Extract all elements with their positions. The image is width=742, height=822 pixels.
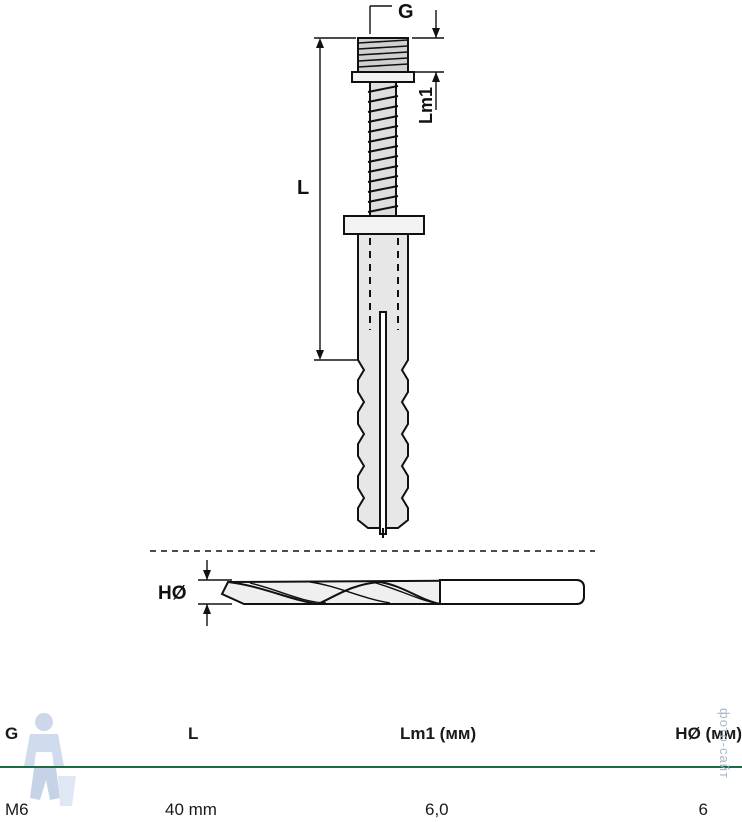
label-g: G [398, 1, 414, 23]
plumber-mascot-logo [24, 713, 76, 806]
watermark-text: фото-сайт [717, 708, 732, 779]
drill-arrows [203, 570, 211, 614]
cell-g: M6 [5, 800, 29, 819]
anchor-illustration [343, 37, 425, 538]
header-l: L [188, 724, 199, 743]
drill-bit-illustration [220, 578, 585, 606]
table-header-rule [0, 766, 742, 768]
header-g: G [5, 724, 19, 743]
header-h: HØ (мм) [675, 724, 742, 743]
cell-l: 40 mm [165, 800, 217, 819]
label-lm1: Lm1 [416, 87, 436, 124]
header-lm1: Lm1 (мм) [400, 724, 477, 743]
cell-h: 6 [698, 800, 708, 819]
spec-table: G L Lm1 (мм) HØ (мм) M6 40 mm 6,0 6 фото… [0, 700, 742, 822]
label-h: HØ [158, 583, 187, 604]
cell-lm1: 6,0 [425, 800, 449, 819]
technical-drawing: G L Lm1 HØ [150, 1, 595, 626]
label-l: L [297, 177, 309, 199]
dimension-lines [314, 5, 444, 361]
dimension-arrows [316, 28, 440, 360]
